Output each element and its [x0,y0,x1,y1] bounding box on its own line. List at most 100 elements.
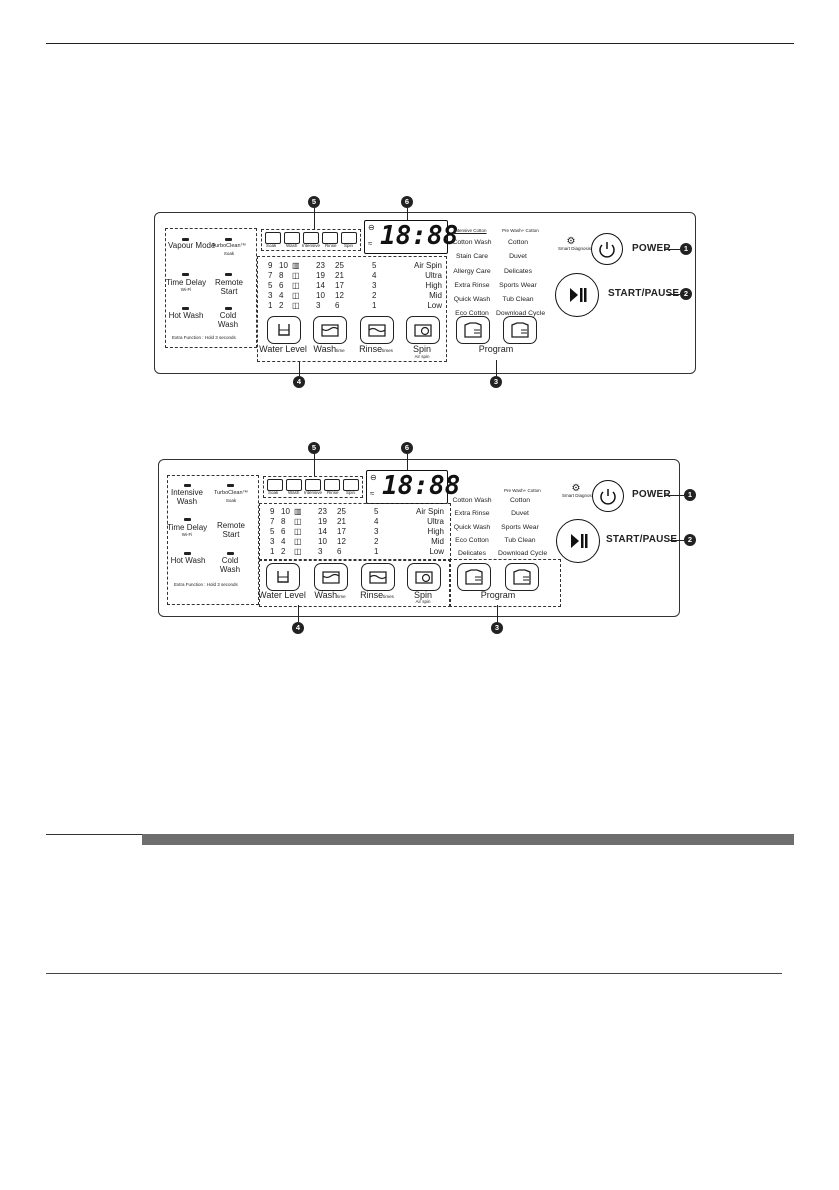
turbo-clean-button[interactable]: TurboClean™ [208,243,250,250]
lock-icon: ⊖ [370,473,377,482]
water-level-button[interactable] [267,316,301,344]
time-delay-button[interactable]: Time Delay [167,523,208,532]
top-rule [46,43,794,44]
smart-diagnosis-icon: ⚙Smart Diagnosis™ [558,236,596,251]
indicator-led [182,307,189,310]
callout-line [298,605,299,622]
callout-5: 5 [308,442,320,454]
intensive-wash-button[interactable]: Intensive Wash [170,488,204,506]
power-button[interactable] [591,233,623,265]
program-header-right: Pre Wash+ Cotton [502,228,539,233]
wash-button[interactable] [313,316,347,344]
option-buttons-box [259,559,451,607]
program-header-left: Intensive Cotton [454,228,487,233]
water-level-icons: ▥◫◫◫◫ [292,261,300,310]
callout-3: 3 [491,622,503,634]
power-icon [599,242,615,258]
cold-wash-button[interactable]: Cold Wash [217,311,239,329]
soak-label: Soak [266,243,277,248]
spin-button[interactable] [407,563,441,591]
callout-line [496,360,497,376]
wash-label: Washtime [314,590,346,600]
hot-wash-button[interactable]: Hot Wash [170,556,206,565]
option-box [167,475,259,605]
remote-start-button[interactable]: Remote Start [216,521,245,539]
rinse-label: Rinse [327,490,339,495]
extra-function-note: Extra Function : Hold 3 seconds [172,335,236,340]
spin-icon [415,571,433,584]
water-level-label: Water Level [259,344,307,354]
bottom-rule [46,973,782,974]
intensive-label: Intensive [304,490,323,495]
air-spin-sublabel: Air spin [414,354,430,359]
callout-3: 3 [490,376,502,388]
program-label: Program [478,344,514,354]
indicator-led [184,518,191,521]
wifi-icon: ≈ [370,489,375,498]
start-pause-button[interactable] [556,519,600,563]
wifi-sublabel: Wi-Fi [180,287,192,292]
lock-icon: ⊖ [368,223,375,232]
hot-wash-button[interactable]: Hot Wash [168,311,204,320]
spin-icon [414,324,432,337]
water-level-button[interactable] [266,563,300,591]
rinse-button[interactable] [360,316,394,344]
program-button-2[interactable] [505,563,539,591]
soak-label: Soak [268,490,279,495]
rinse-icon [322,232,338,244]
indicator-led [227,484,234,487]
cold-wash-button[interactable]: Cold Wash [219,556,241,574]
spin-button[interactable] [406,316,440,344]
option-grid-box [259,503,451,561]
soak-sublabel: Soak [223,251,235,256]
rinse-label: Rinsetimes [359,344,393,354]
indicator-led [182,273,189,276]
callout-2: 2 [680,288,692,300]
shirt-list-icon [464,322,482,338]
vapour-mode-button[interactable]: Vapour Mode [168,241,216,250]
soak-icon [267,479,283,491]
indicator-led [225,238,232,241]
callout-4: 4 [292,622,304,634]
cycle-icons-box [263,476,363,498]
wash-button[interactable] [314,563,348,591]
rinse-icon [368,324,386,337]
intensive-icon [305,479,321,491]
water-level-icon [278,324,290,336]
wash-icon [321,324,339,337]
wifi-icon: ≈ [368,239,373,248]
callout-line [407,454,408,470]
program-button-2[interactable] [503,316,537,344]
start-pause-label: START/PAUSE [606,534,678,545]
cycle-icons-box [261,229,361,251]
callout-line [664,249,680,250]
callout-line [670,540,684,541]
start-pause-button[interactable] [555,273,599,317]
spin-label: Spin [412,344,431,354]
wash-icon [322,571,340,584]
program-button-1[interactable] [456,316,490,344]
rinse-button[interactable] [361,563,395,591]
program-header-right: Pre Wash+ Cotton [504,488,541,493]
indicator-led [225,273,232,276]
remote-start-button[interactable]: Remote Start [214,278,243,296]
power-label: POWER [632,489,671,500]
soak-icon [265,232,281,244]
time-delay-button[interactable]: Time Delay [166,278,207,287]
program-button-1[interactable] [457,563,491,591]
play-pause-icon [570,288,587,302]
shirt-list-icon [511,322,529,338]
wash-icon [284,232,300,244]
water-level-icons: ▥◫◫◫◫ [294,507,302,556]
section-divider-left [46,834,142,835]
wash-label: Wash [286,243,298,248]
spin-label: Spin [413,590,432,600]
turbo-clean-button[interactable]: TurboClean™ [210,490,252,497]
power-button[interactable] [592,480,624,512]
